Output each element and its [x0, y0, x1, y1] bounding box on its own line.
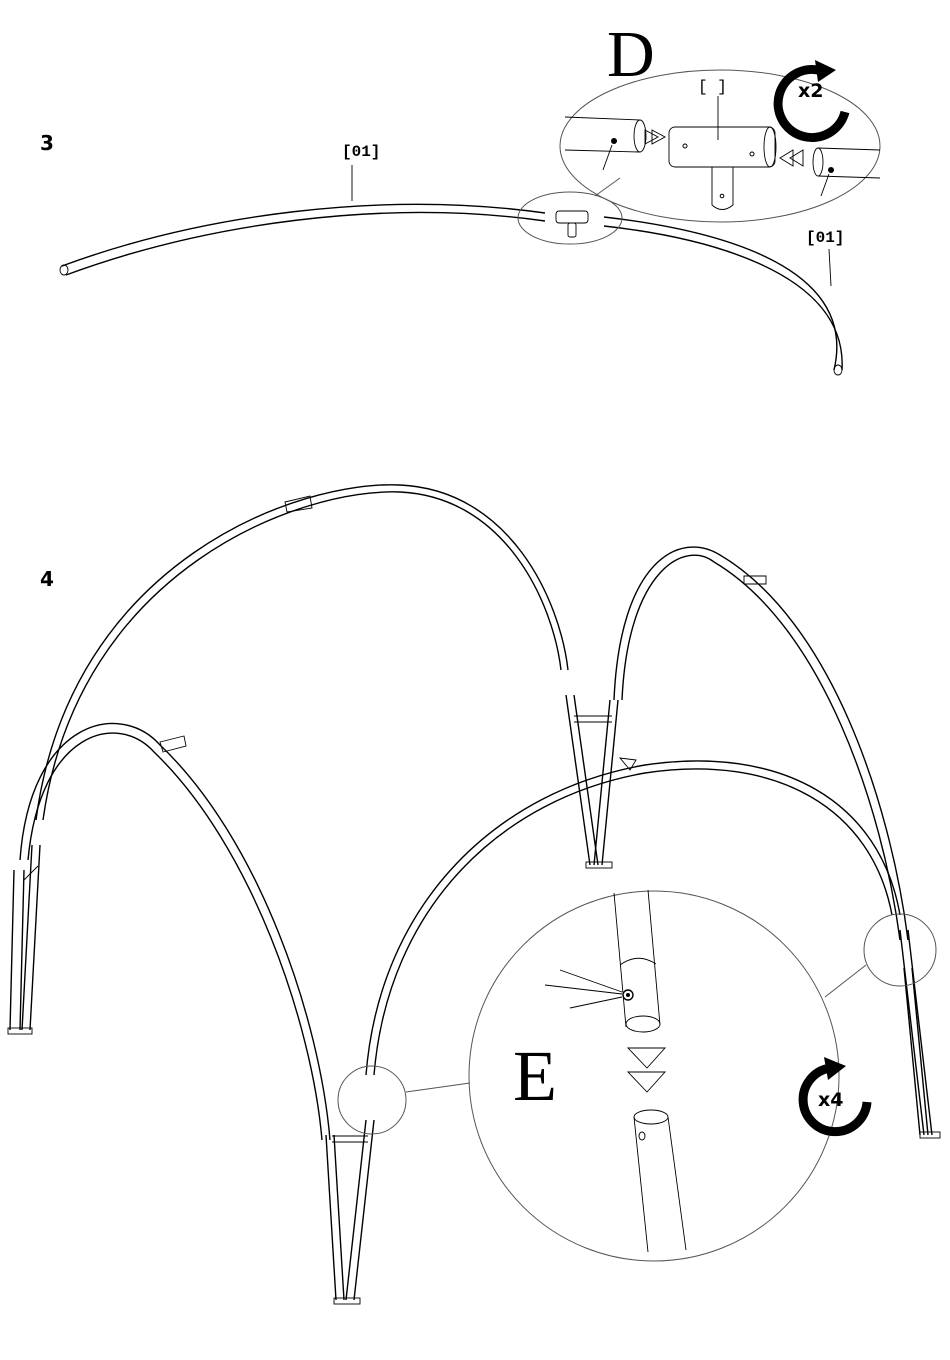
step-3-drawing [0, 0, 950, 420]
insert-arrow-icon [628, 1048, 665, 1092]
rotate-count-x4: x4 [818, 1089, 843, 1111]
rotate-count-x2: x2 [798, 80, 823, 102]
step-4-drawing [0, 420, 950, 1360]
